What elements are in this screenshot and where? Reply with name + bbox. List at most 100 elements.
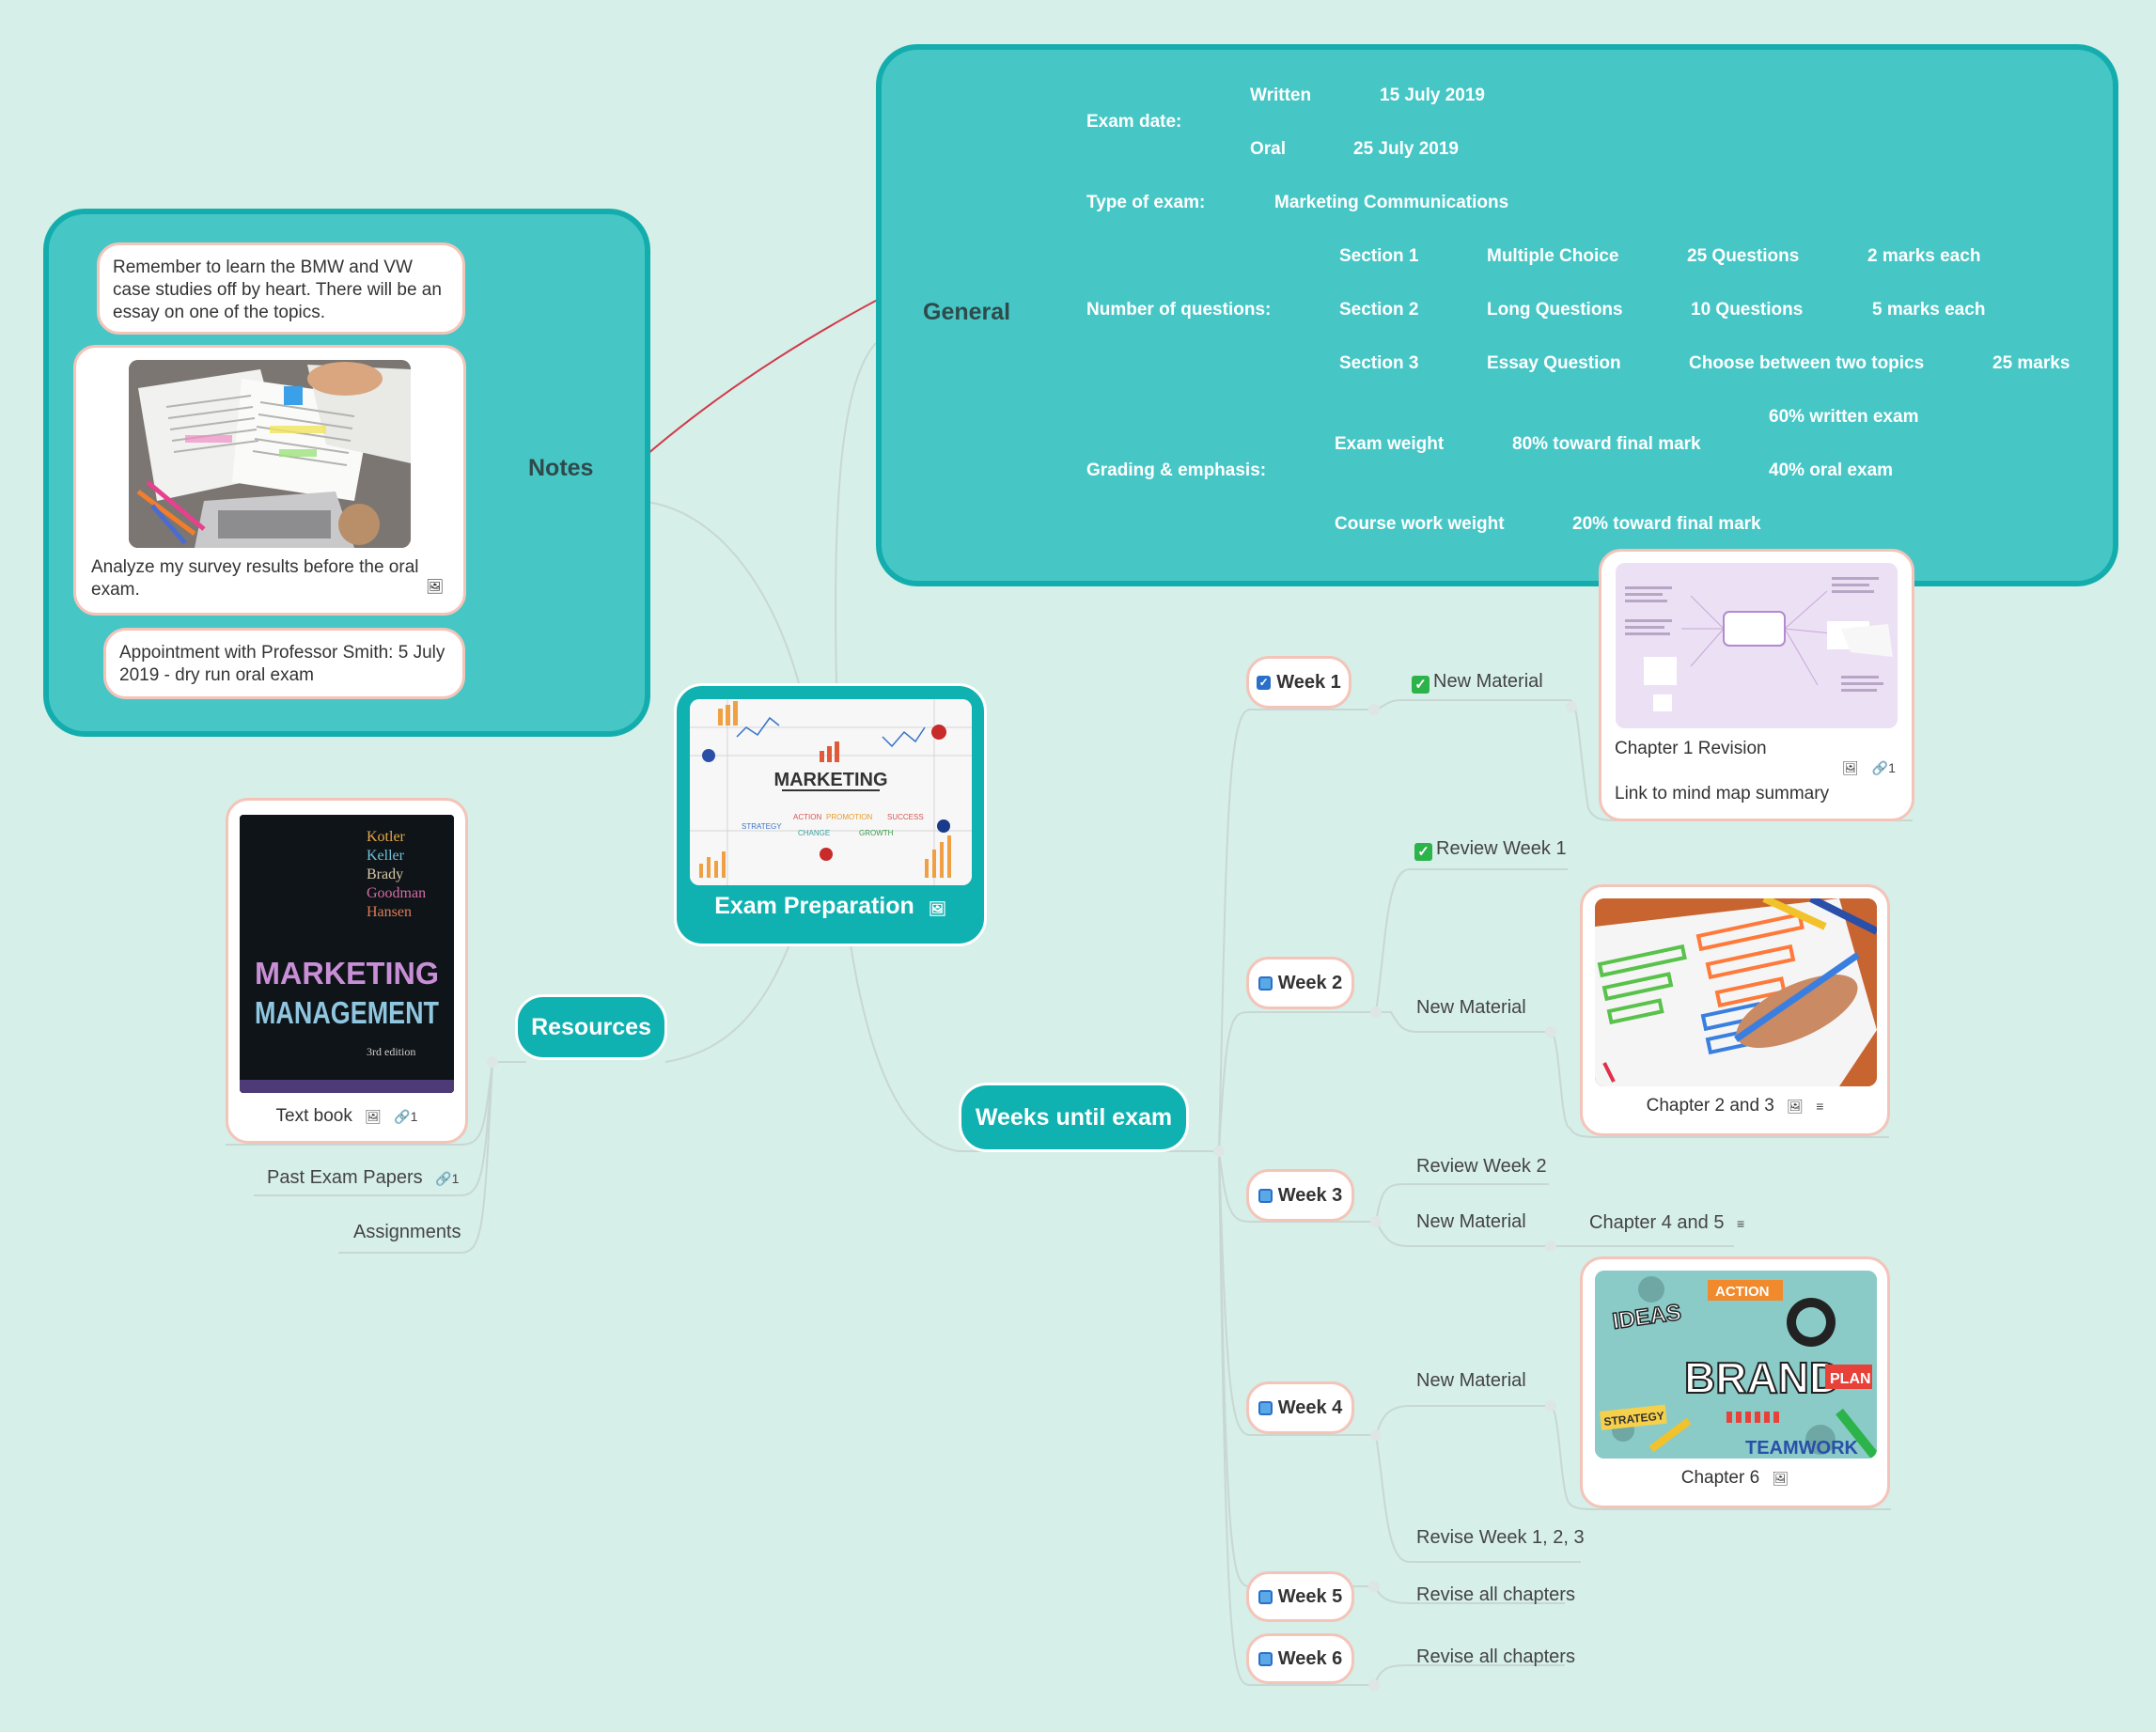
section-3-count[interactable]: Choose between two topics xyxy=(1689,353,1925,373)
week-4-new-material[interactable]: New Material xyxy=(1416,1370,1526,1391)
week-3-label: Week 3 xyxy=(1277,1184,1343,1206)
week-4-label: Week 4 xyxy=(1277,1397,1343,1418)
week-4-card[interactable]: IDEAS ACTION BRAND PLAN STRATEGY TEAMWOR… xyxy=(1580,1256,1890,1508)
book-title-line2: MANAGEMENT xyxy=(255,995,439,1030)
svg-text:CHANGE: CHANGE xyxy=(798,829,830,837)
week-2-new-material[interactable]: New Material xyxy=(1416,997,1526,1018)
week-5-label: Week 5 xyxy=(1277,1585,1343,1607)
week-2-review[interactable]: ✓Review Week 1 xyxy=(1414,838,1567,861)
section-1-count[interactable]: 25 Questions xyxy=(1687,246,1800,266)
week-1-card-link[interactable]: Link to mind map summary xyxy=(1615,784,1830,804)
num-questions-label[interactable]: Number of questions: xyxy=(1086,300,1272,320)
notes-icon[interactable]: ≡ xyxy=(1816,1099,1824,1114)
author-keller: Keller xyxy=(367,848,405,864)
section-3-kind[interactable]: Essay Question xyxy=(1487,353,1621,373)
week-6-revise[interactable]: Revise all chapters xyxy=(1416,1646,1575,1667)
oral-date[interactable]: 25 July 2019 xyxy=(1353,139,1459,159)
type-value[interactable]: Marketing Communications xyxy=(1274,193,1509,212)
week-2-card[interactable]: Chapter 2 and 3 🖼 ≡ xyxy=(1580,884,1890,1136)
week-6-node[interactable]: Week 6 xyxy=(1246,1633,1354,1684)
note-survey[interactable]: Analyze my survey results before the ora… xyxy=(73,345,466,616)
written-date[interactable]: 15 July 2019 xyxy=(1380,86,1485,105)
image-icon: 🖼 xyxy=(928,901,946,917)
week-6-label: Week 6 xyxy=(1277,1647,1343,1669)
week-1-label: Week 1 xyxy=(1276,671,1341,693)
section-2-count[interactable]: 10 Questions xyxy=(1691,300,1804,320)
mind-map-summary-illustration xyxy=(1616,563,1898,728)
book-edition: 3rd edition xyxy=(367,1045,415,1058)
resources-topic[interactable]: Resources xyxy=(515,994,667,1060)
grading-label[interactable]: Grading & emphasis: xyxy=(1086,460,1267,480)
textbook-card[interactable]: Kotler Keller Brady Goodman Hansen MARKE… xyxy=(226,798,468,1144)
image-icon: 🖼 xyxy=(1842,760,1859,775)
section-1-marks[interactable]: 2 marks each xyxy=(1867,246,1981,266)
note-bmw-vw[interactable]: Remember to learn the BMW and VW case st… xyxy=(97,242,465,335)
week-1-card[interactable]: Chapter 1 Revision 🖼 🔗1 Link to mind map… xyxy=(1599,549,1914,821)
collage-word-brand: BRAND xyxy=(1684,1353,1840,1402)
author-hansen: Hansen xyxy=(367,904,412,920)
week-3-chapter[interactable]: Chapter 4 and 5 ≡ xyxy=(1589,1212,1744,1234)
link-count: 1 xyxy=(451,1171,460,1186)
type-label[interactable]: Type of exam: xyxy=(1086,193,1206,212)
week-3-new-material[interactable]: New Material xyxy=(1416,1211,1526,1232)
image-icon: 🖼 xyxy=(426,579,445,595)
link-icon[interactable]: 🔗1 xyxy=(394,1109,418,1124)
past-papers[interactable]: Past Exam Papers 🔗1 xyxy=(267,1167,459,1189)
section-2-marks[interactable]: 5 marks each xyxy=(1872,300,1986,320)
general-topic[interactable]: General xyxy=(923,299,1011,325)
week-1-new-material[interactable]: ✓New Material xyxy=(1412,671,1543,694)
svg-text:SUCCESS: SUCCESS xyxy=(887,813,924,821)
checkbox-checked-icon[interactable]: ✓ xyxy=(1257,675,1272,690)
checkbox-icon[interactable] xyxy=(1258,1589,1273,1604)
section-2-name[interactable]: Section 2 xyxy=(1339,300,1419,320)
check-mark-icon: ✓ xyxy=(1414,843,1432,861)
notes-icon[interactable]: ≡ xyxy=(1737,1216,1745,1231)
week-3-review[interactable]: Review Week 2 xyxy=(1416,1156,1547,1177)
oral-pct[interactable]: 40% oral exam xyxy=(1769,460,1894,480)
link-count: 1 xyxy=(410,1109,418,1124)
notes-topic[interactable]: Notes xyxy=(528,455,594,481)
week-2-card-title: Chapter 2 and 3 xyxy=(1646,1096,1774,1116)
oral-label[interactable]: Oral xyxy=(1250,139,1287,159)
section-3-name[interactable]: Section 3 xyxy=(1339,353,1419,373)
checkbox-icon[interactable] xyxy=(1258,1651,1273,1666)
note-survey-image xyxy=(129,360,411,548)
svg-text:STRATEGY: STRATEGY xyxy=(742,822,782,831)
week-4-card-title: Chapter 6 xyxy=(1680,1468,1760,1488)
collage-word-action: ACTION xyxy=(1715,1284,1770,1300)
week-1-node[interactable]: ✓ Week 1 xyxy=(1246,656,1351,709)
assignments[interactable]: Assignments xyxy=(353,1222,461,1242)
written-pct[interactable]: 60% written exam xyxy=(1769,407,1919,427)
checkbox-icon[interactable] xyxy=(1258,1188,1273,1203)
section-3-marks[interactable]: 25 marks xyxy=(1992,353,2070,373)
written-label[interactable]: Written xyxy=(1250,86,1312,105)
exam-weight-value[interactable]: 80% toward final mark xyxy=(1512,434,1701,454)
week-3-node[interactable]: Week 3 xyxy=(1246,1169,1354,1222)
weeks-topic[interactable]: Weeks until exam xyxy=(959,1083,1189,1152)
week-5-revise[interactable]: Revise all chapters xyxy=(1416,1584,1575,1605)
section-1-kind[interactable]: Multiple Choice xyxy=(1487,246,1619,266)
general-group xyxy=(876,44,2118,586)
section-2-kind[interactable]: Long Questions xyxy=(1487,300,1623,320)
note-appointment[interactable]: Appointment with Professor Smith: 5 July… xyxy=(103,628,465,699)
week-5-node[interactable]: Week 5 xyxy=(1246,1571,1354,1622)
link-icon[interactable]: 🔗1 xyxy=(435,1171,460,1186)
checkbox-icon[interactable] xyxy=(1258,1400,1273,1415)
checkbox-icon[interactable] xyxy=(1258,975,1273,991)
mind-map-thumbnail xyxy=(1616,563,1898,728)
link-icon[interactable]: 🔗1 xyxy=(1871,760,1896,775)
week-3-chapter-label: Chapter 4 and 5 xyxy=(1589,1212,1725,1233)
week-4-node[interactable]: Week 4 xyxy=(1246,1381,1354,1434)
course-weight-label[interactable]: Course work weight xyxy=(1335,514,1505,534)
weeks-topic-label: Weeks until exam xyxy=(975,1103,1173,1131)
week-2-label: Week 2 xyxy=(1277,972,1343,993)
svg-text:ACTION: ACTION xyxy=(793,813,821,821)
week-4-revise[interactable]: Revise Week 1, 2, 3 xyxy=(1416,1527,1585,1548)
week-2-node[interactable]: Week 2 xyxy=(1246,957,1354,1009)
central-topic[interactable]: MARKETING ACTION PROMOTION SUCCESS STRAT… xyxy=(674,683,987,946)
exam-weight-label[interactable]: Exam weight xyxy=(1335,434,1445,454)
section-1-name[interactable]: Section 1 xyxy=(1339,246,1419,266)
exam-date-label[interactable]: Exam date: xyxy=(1086,112,1182,132)
image-icon: 🖼 xyxy=(1787,1099,1804,1114)
course-weight-value[interactable]: 20% toward final mark xyxy=(1572,514,1761,534)
